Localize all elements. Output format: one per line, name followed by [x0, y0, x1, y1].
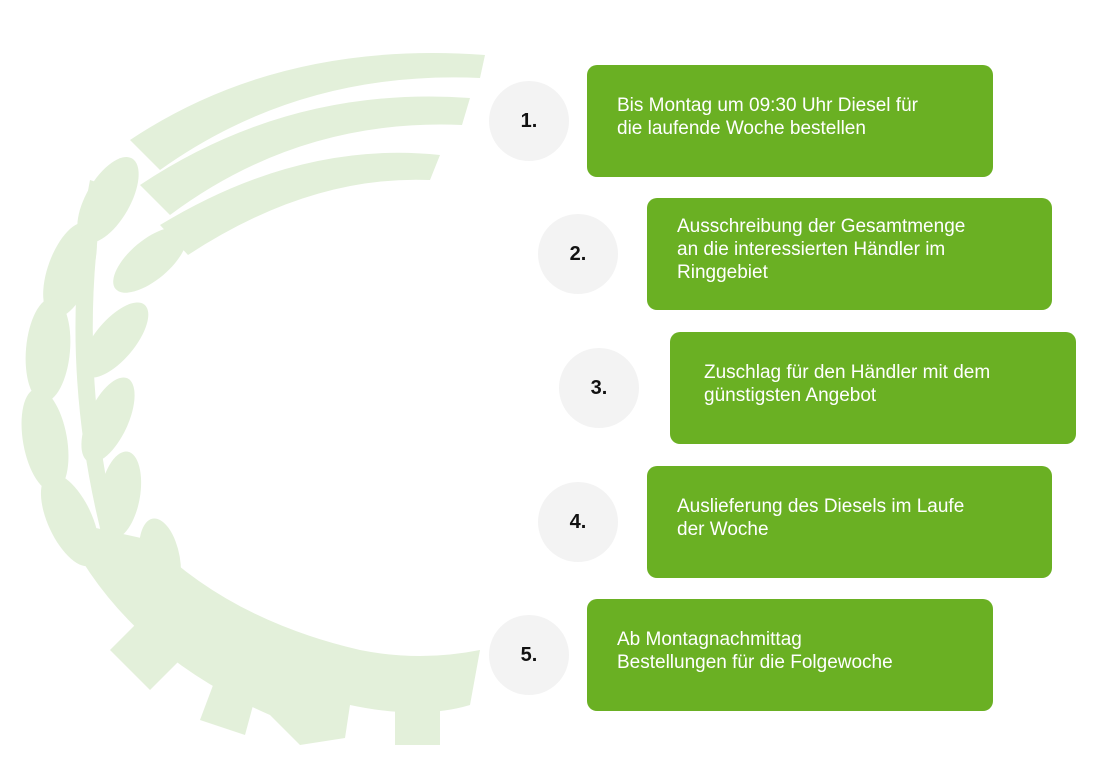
step-4-number: 4. [538, 482, 618, 562]
step-1-text: Bis Montag um 09:30 Uhr Diesel für die l… [587, 65, 993, 177]
step-5-number: 5. [489, 615, 569, 695]
step-4-text: Auslieferung des Diesels im Laufe der Wo… [647, 466, 1052, 578]
step-2-number: 2. [538, 214, 618, 294]
step-3-text: Zuschlag für den Händler mit dem günstig… [670, 332, 1076, 444]
step-1-number: 1. [489, 81, 569, 161]
step-5-text: Ab Montagnachmittag Bestellungen für die… [587, 599, 993, 711]
step-2-text: Ausschreibung der Gesamtmenge an die int… [647, 198, 1052, 310]
step-3-number: 3. [559, 348, 639, 428]
